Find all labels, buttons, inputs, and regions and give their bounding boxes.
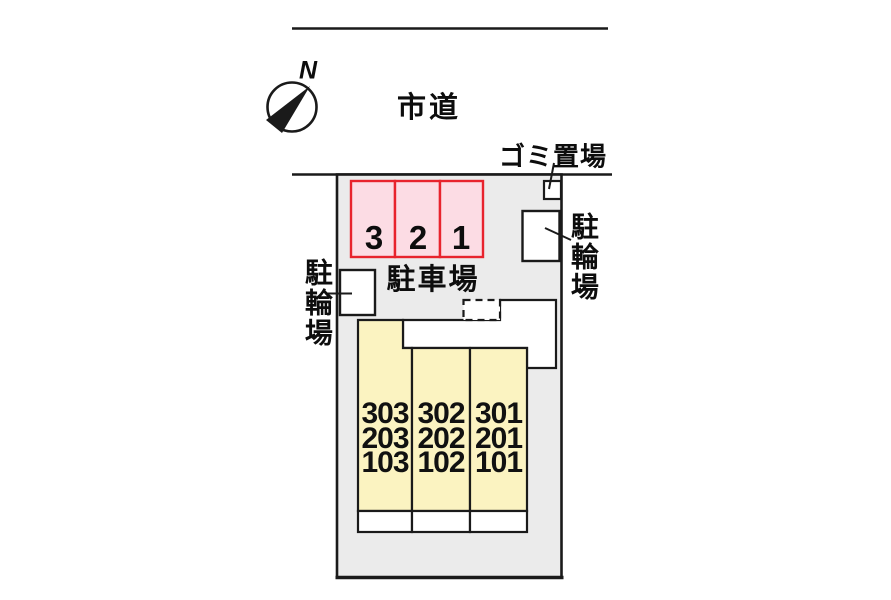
parking-space-2 [393, 179, 442, 259]
compass-needle [266, 86, 310, 133]
room-number: 101 [474, 446, 523, 479]
parking-space-1 [438, 179, 485, 259]
room-number: 201 [474, 421, 523, 455]
north-compass [266, 81, 318, 133]
parking-space-label-1: 1 [451, 219, 471, 256]
room-number: 202 [417, 421, 465, 455]
room-number: 302 [417, 397, 465, 430]
bicycle-right-box [521, 209, 561, 263]
entrance-porch-dashed [462, 298, 502, 322]
room-number: 301 [474, 397, 523, 430]
balcony-strip-middle [410, 509, 472, 534]
garbage-box [542, 179, 563, 201]
garbage-leader-line [548, 162, 555, 190]
road-label: 市道 [396, 92, 462, 124]
parking-space-label-2: 2 [408, 219, 428, 256]
room-numbers-column-left: 303 203 103 [358, 397, 412, 479]
room-number: 102 [417, 446, 465, 479]
building-column-middle [410, 346, 472, 513]
compass-north-label: N [298, 56, 318, 85]
bicycle-right-label: 駐輪場 [567, 212, 599, 302]
balcony-strip-left [356, 509, 414, 534]
parking-lot-label: 駐車場 [386, 264, 480, 296]
room-number: 203 [361, 421, 409, 455]
room-number: 303 [361, 397, 409, 430]
room-number: 103 [361, 446, 409, 479]
garbage-label: ゴミ置場 [498, 141, 608, 172]
room-numbers-column-right: 301 201 101 [470, 397, 527, 479]
bicycle-left-label: 駐輪場 [301, 258, 333, 348]
parking-space-label-3: 3 [364, 219, 384, 256]
balcony-strip-right [468, 509, 529, 534]
bicycle-right-leader-line [544, 227, 572, 241]
room-numbers-column-middle: 302 202 102 [412, 397, 470, 479]
